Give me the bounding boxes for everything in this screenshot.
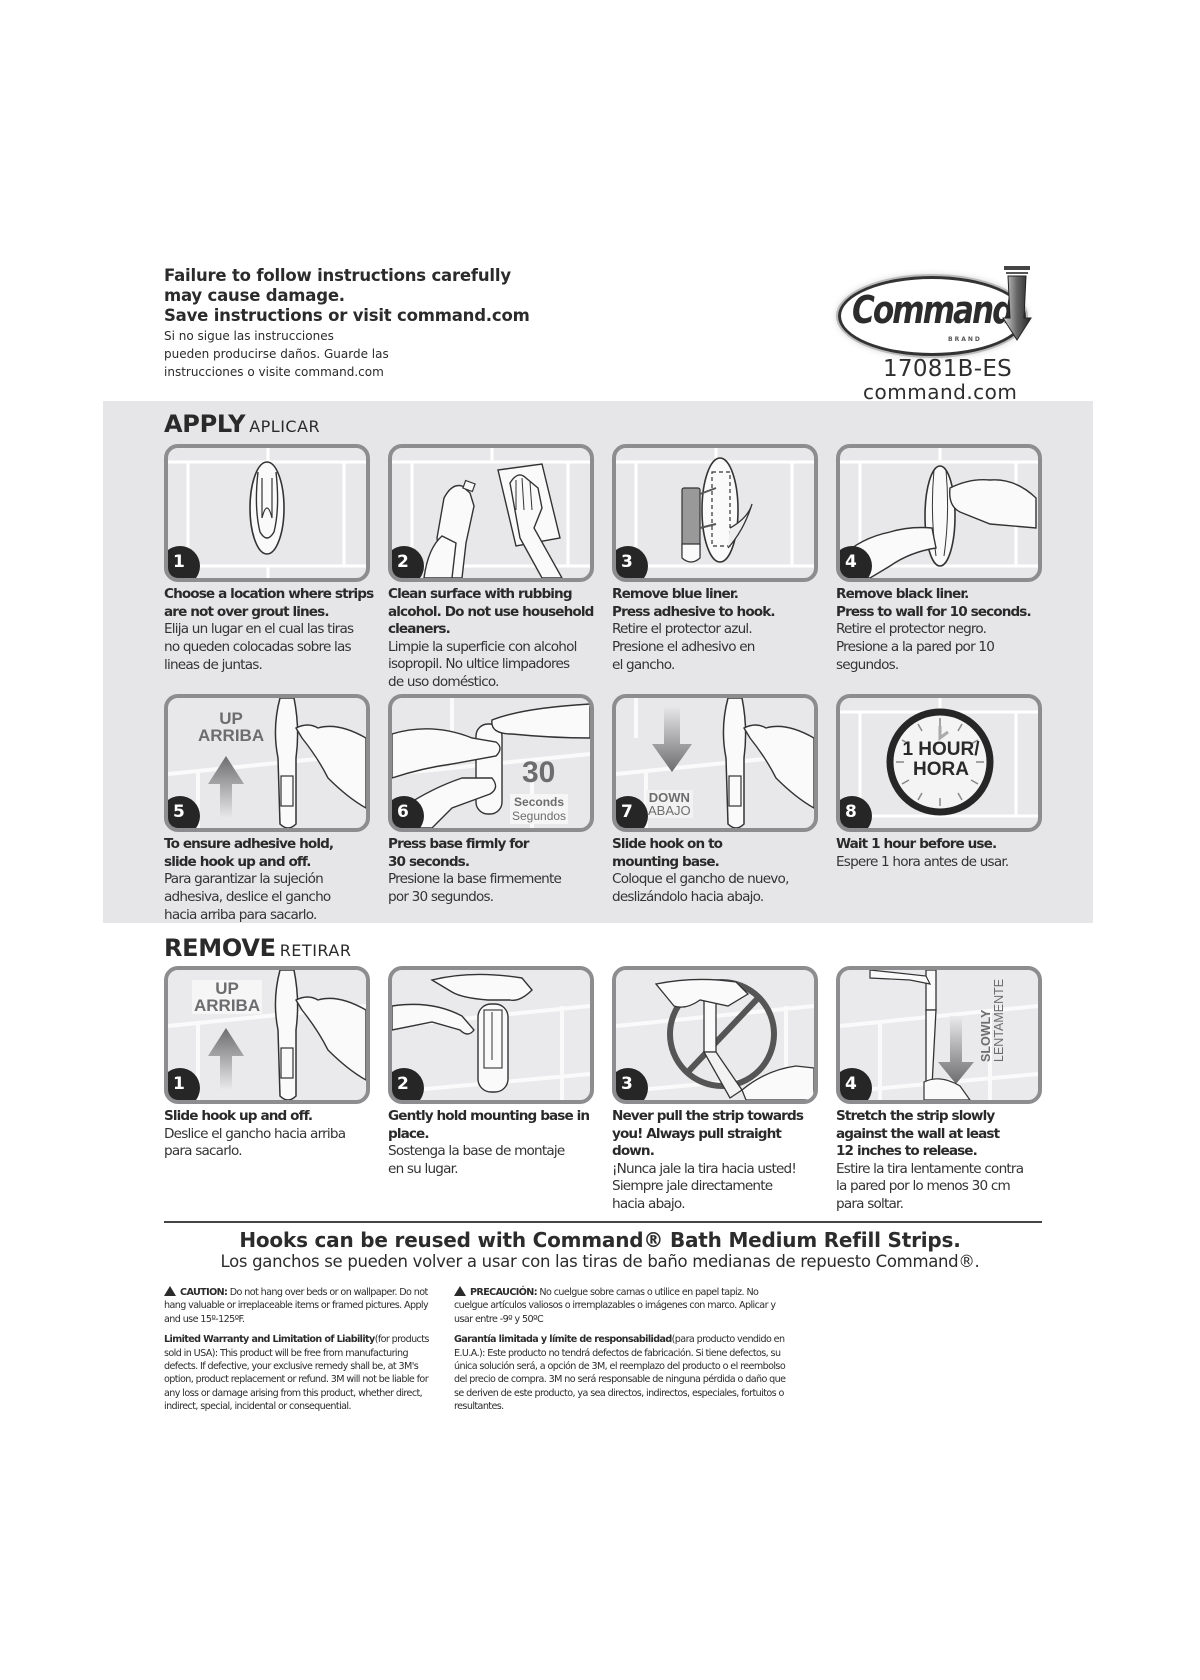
remove-step-1-panel: UP ARRIBA 1 <box>164 966 370 1104</box>
warning-es-line-3: instrucciones o visite command.com <box>164 365 384 379</box>
apply-step-8-panel: 1 HOUR/ HORA 8 <box>836 694 1042 832</box>
up-arriba-label: UP ARRIBA <box>192 979 263 1015</box>
clock-illustration <box>840 698 1038 818</box>
warning-en-line-1: Failure to follow instructions carefully <box>164 266 511 285</box>
remove-step-1-caption: Slide hook up and off. Deslice el gancho… <box>164 1108 346 1160</box>
legal-english: CAUTION: Do not hang over beds or on wal… <box>164 1286 439 1421</box>
warning-en-line-2: may cause damage. <box>164 286 345 305</box>
stretch-strip-down-illustration <box>840 970 1038 1100</box>
apply-step-3-caption: Remove blue liner. Press adhesive to hoo… <box>612 586 776 673</box>
remove-title-en: REMOVE <box>164 934 276 962</box>
apply-step-5-panel: UP ARRIBA 5 <box>164 694 370 832</box>
warning-es-line-2: pueden producirse daños. Guarde las <box>164 347 389 361</box>
remove-step-4-panel: SLOWLY LENTAMENTE 4 <box>836 966 1042 1104</box>
product-sku: 17081B-ES <box>883 356 1013 382</box>
apply-title-es: APLICAR <box>249 417 321 436</box>
reuse-note-en: Hooks can be reused with Command® Bath M… <box>239 1228 961 1252</box>
legal-spanish: PRECAUCIÓN: No cuelgue sobre camas o uti… <box>454 1286 794 1421</box>
apply-step-5-caption: To ensure adhesive hold, slide hook up a… <box>164 836 334 923</box>
remove-title-es: RETIRAR <box>279 941 352 960</box>
step-number-badge: 6 <box>392 796 424 828</box>
step-number-badge: 4 <box>840 546 872 578</box>
remove-step-3-caption: Never pull the strip towards you! Always… <box>612 1108 804 1213</box>
slide-hook-down-illustration <box>616 698 814 828</box>
command-logo-block: Command BRAND 17081B-ES command.com <box>836 262 1056 412</box>
clean-with-alcohol-illustration <box>392 448 590 578</box>
hook-on-wall-illustration <box>168 448 366 578</box>
logo-oval <box>838 276 1026 356</box>
logo-brand-label: BRAND <box>948 336 982 343</box>
warning-triangle-icon <box>164 1286 176 1296</box>
slowly-lentamente-label: SLOWLY LENTAMENTE <box>979 978 1006 1062</box>
logo-wordmark: Command <box>852 288 1014 332</box>
warning-en-line-3: Save instructions or visit command.com <box>164 306 530 325</box>
apply-step-2-panel: 2 <box>388 444 594 582</box>
apply-step-7-caption: Slide hook on to mounting base. Coloque … <box>612 836 789 905</box>
up-arriba-label: UP ARRIBA <box>198 709 265 745</box>
website-label: command.com <box>863 380 1018 404</box>
warranty-en: Limited Warranty and Limitation of Liabi… <box>164 1334 429 1413</box>
slide-hook-up-illustration <box>168 970 366 1100</box>
down-abajo-label: DOWN ABAJO <box>646 790 693 818</box>
warning-es-line-1: Si no sigue las instrucciones <box>164 329 334 343</box>
apply-step-6-caption: Press base firmly for 30 seconds. Presio… <box>388 836 562 905</box>
reuse-note-es: Los ganchos se pueden volver a usar con … <box>220 1252 980 1271</box>
apply-step-2-caption: Clean surface with rubbing alcohol. Do n… <box>388 586 594 691</box>
step-number-badge: 1 <box>168 546 200 578</box>
remove-blue-liner-illustration <box>616 448 814 568</box>
remove-step-2-panel: 2 <box>388 966 594 1104</box>
remove-step-3-panel: 3 <box>612 966 818 1104</box>
do-not-pull-toward-illustration <box>616 978 814 1100</box>
step-number-badge: 2 <box>392 1068 424 1100</box>
hold-mounting-base-illustration <box>392 973 590 1100</box>
slide-hook-up-illustration <box>168 698 366 828</box>
warranty-es: Garantía limitada y límite de responsabi… <box>454 1334 786 1413</box>
step-number-badge: 4 <box>840 1068 872 1100</box>
apply-step-3-panel: 3 <box>612 444 818 582</box>
step-number-badge: 8 <box>840 796 872 828</box>
header-warning: Failure to follow instructions carefully… <box>164 266 584 381</box>
one-hour-label: 1 HOUR/ HORA <box>902 739 980 780</box>
apply-step-4-panel: 4 <box>836 444 1042 582</box>
thirty-seconds-number: 30 <box>522 756 556 789</box>
press-base-firmly-illustration <box>392 698 590 828</box>
step-number-badge: 3 <box>616 546 648 578</box>
step-number-badge: 1 <box>168 1068 200 1100</box>
remove-step-4-caption: Stretch the strip slowly against the wal… <box>836 1108 1024 1213</box>
step-number-badge: 5 <box>168 796 200 828</box>
apply-step-8-caption: Wait 1 hour before use. Espere 1 hora an… <box>836 836 1009 870</box>
apply-step-1-panel: 1 <box>164 444 370 582</box>
apply-step-1-caption: Choose a location where strips are not o… <box>164 586 374 673</box>
step-number-badge: 3 <box>616 1068 648 1100</box>
apply-step-4-caption: Remove black liner. Press to wall for 10… <box>836 586 1032 673</box>
seconds-label: Seconds Segundos <box>510 794 569 824</box>
step-number-badge: 7 <box>616 796 648 828</box>
caution-es: PRECAUCIÓN: No cuelgue sobre camas o uti… <box>454 1286 776 1325</box>
apply-step-7-panel: DOWN ABAJO 7 <box>612 694 818 832</box>
remove-step-2-caption: Gently hold mounting base in place. Sost… <box>388 1108 590 1177</box>
apply-step-6-panel: 30 Seconds Segundos 6 <box>388 694 594 832</box>
warning-triangle-icon <box>454 1286 466 1296</box>
apply-title-en: APPLY <box>164 410 246 438</box>
step-number-badge: 2 <box>392 546 424 578</box>
section-divider <box>164 1221 1042 1223</box>
hook-arrow-icon <box>1002 266 1032 341</box>
caution-en: CAUTION: Do not hang over beds or on wal… <box>164 1286 429 1325</box>
